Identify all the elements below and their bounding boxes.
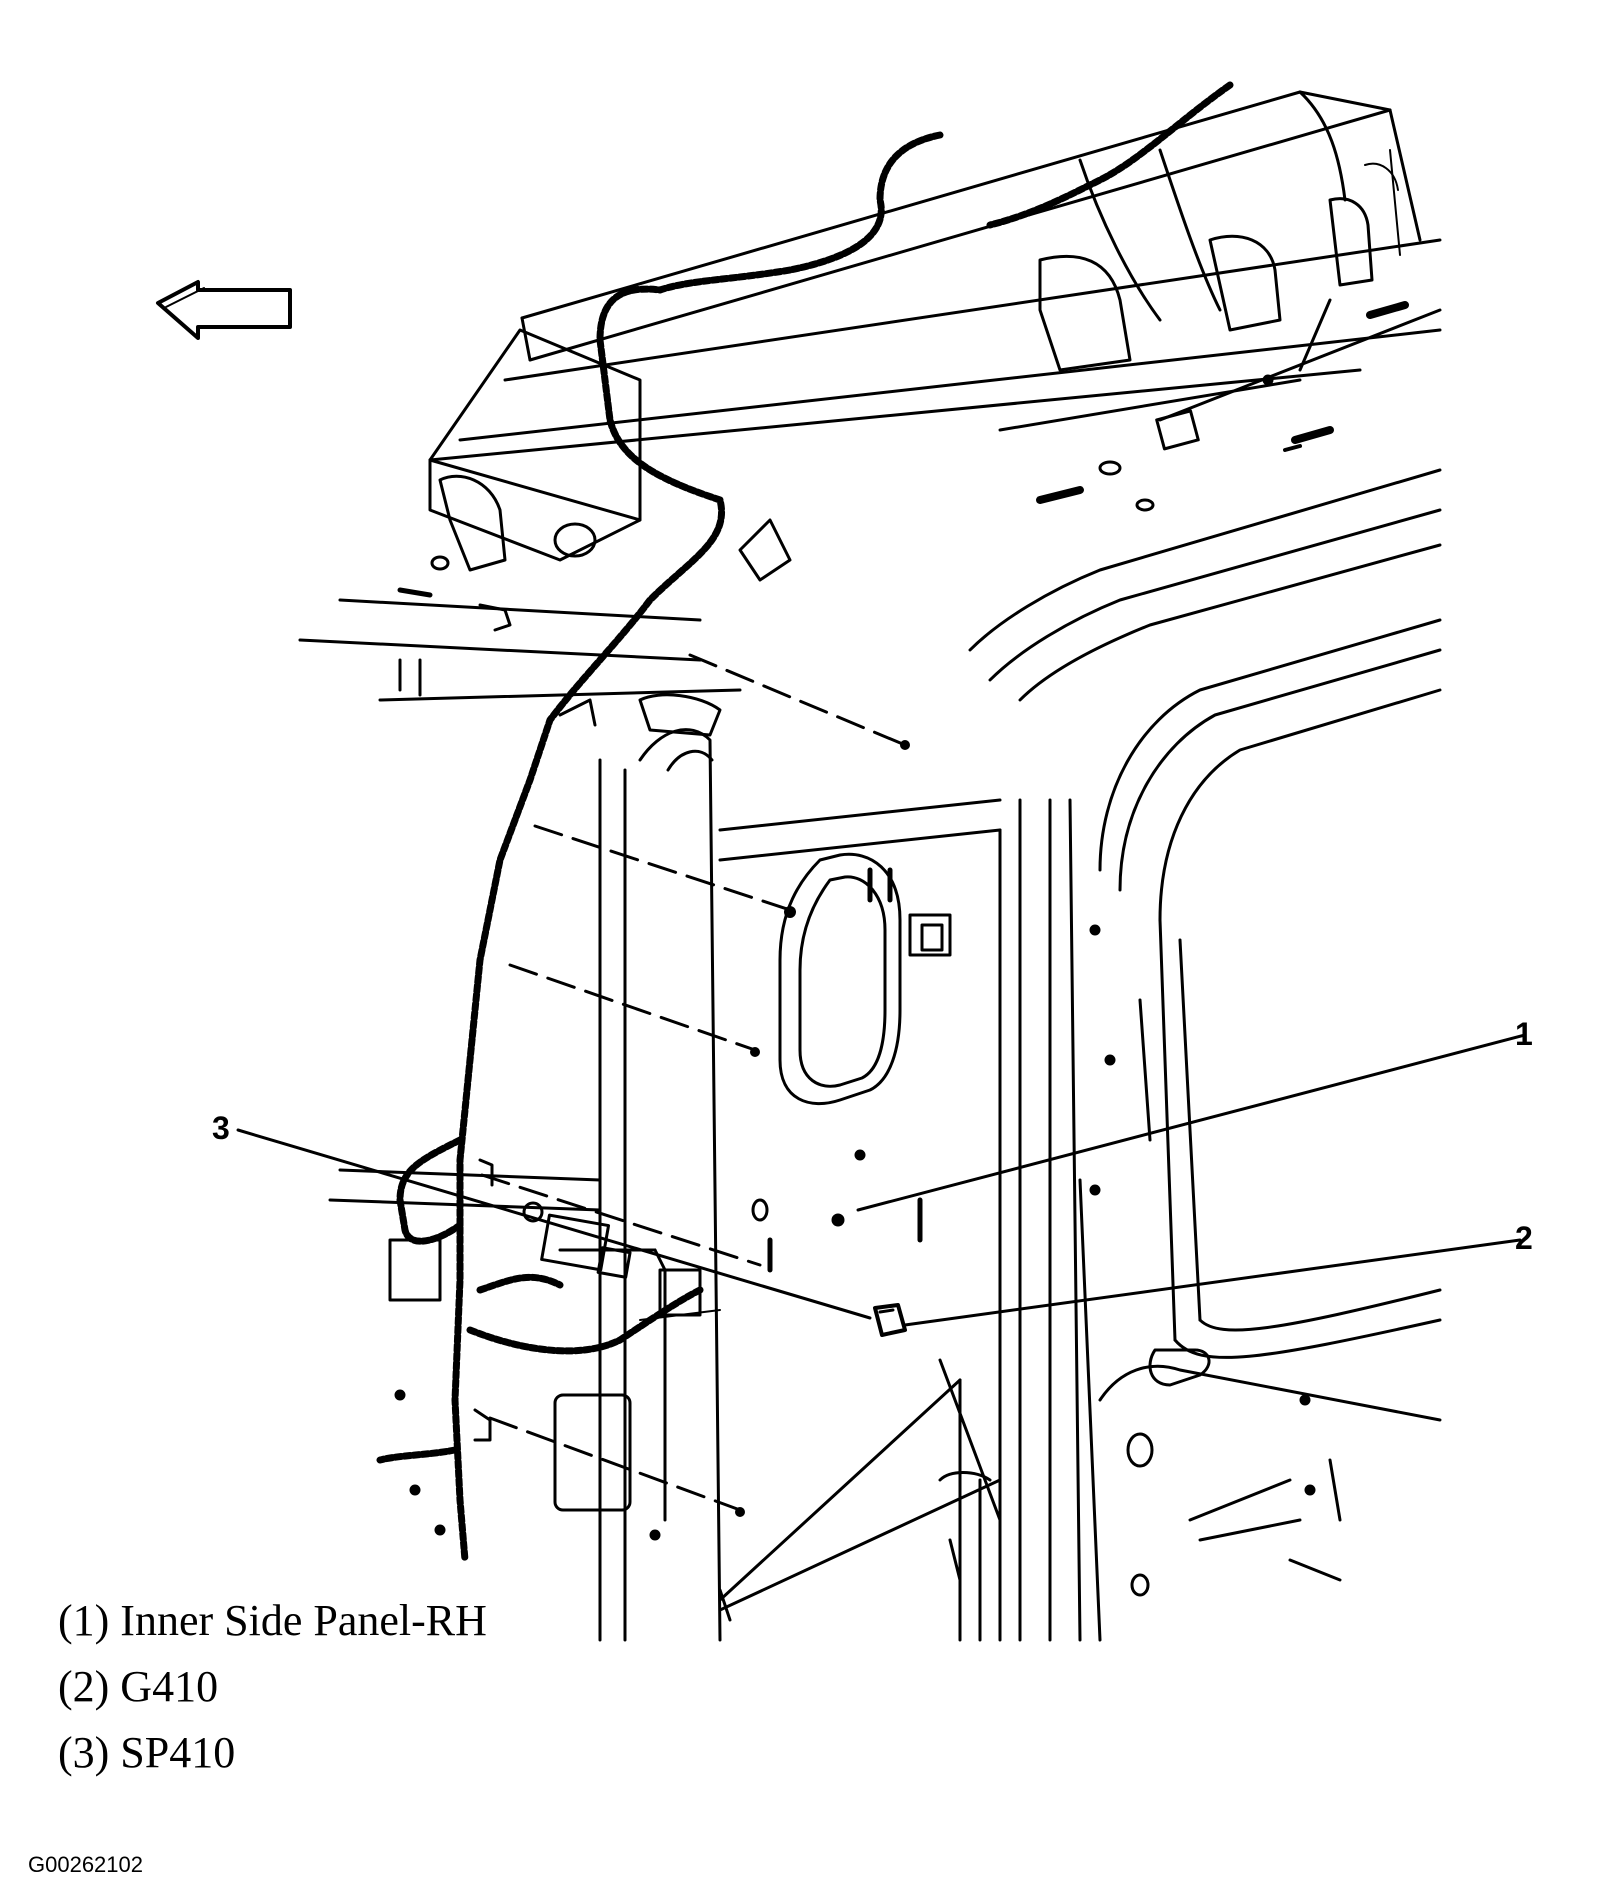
- floor-structure: [328, 1168, 1002, 1642]
- leader-line-1: [856, 1033, 1527, 1212]
- harness-connectors: [473, 518, 792, 1442]
- legend-item: (2) G410: [58, 1662, 219, 1711]
- callout-number-2: 2: [1515, 1220, 1533, 1256]
- door-frame: [598, 468, 1442, 1642]
- callout-leaders: [236, 1033, 1527, 1327]
- legend-item: (1) Inner Side Panel-RH: [58, 1596, 487, 1645]
- inner-side-panel: [718, 798, 1342, 1597]
- wiring-harness: [376, 81, 1234, 1564]
- left-arrow-icon: [156, 280, 292, 340]
- ground-terminal-g410: [873, 1303, 907, 1337]
- fastener-lines: [480, 653, 907, 1512]
- legend-item: (3) SP410: [58, 1728, 236, 1777]
- callout-number-1: 1: [1515, 1016, 1533, 1052]
- callout-number-3: 3: [212, 1110, 230, 1146]
- fastener-points: [735, 740, 910, 1517]
- legend: (1) Inner Side Panel-RH (2) G410 (3) SP4…: [58, 1588, 487, 1786]
- roof-rail-left: [298, 328, 742, 702]
- leader-line-2: [903, 1238, 1522, 1327]
- figure-id: G00262102: [28, 1852, 143, 1877]
- leader-line-3: [236, 1128, 872, 1320]
- roof-panel-outline: [428, 90, 1442, 512]
